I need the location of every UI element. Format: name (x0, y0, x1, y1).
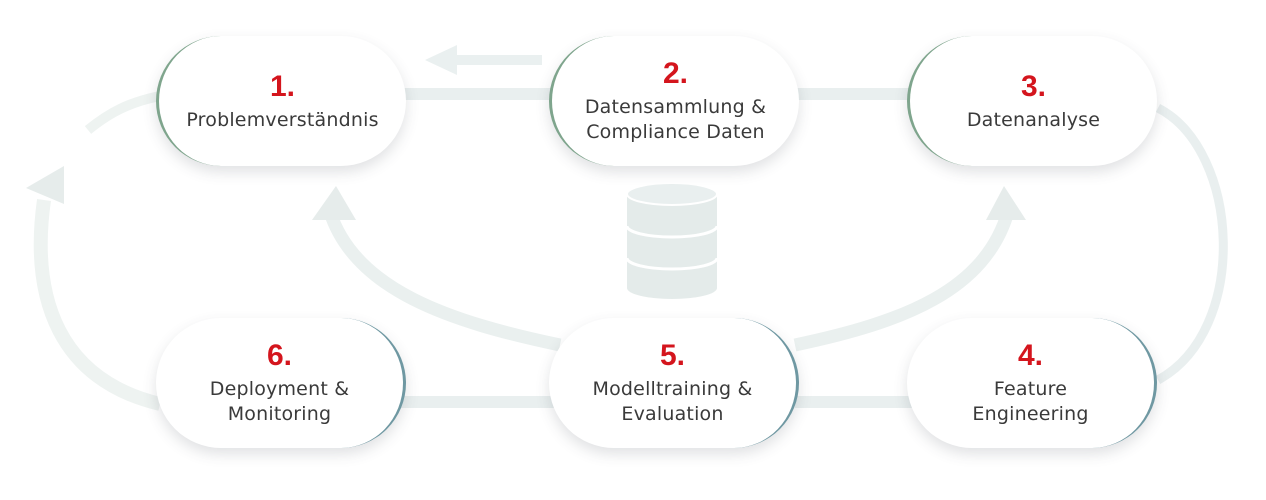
step-label: Modelltraining & Evaluation (592, 378, 753, 425)
step-number: 6. (266, 339, 293, 372)
step-label: Feature Engineering (972, 378, 1089, 425)
step-feature-engineering: 4. Feature Engineering (907, 318, 1157, 448)
step-number: 4. (1017, 339, 1044, 372)
step-modelltraining: 5. Modelltraining & Evaluation (549, 318, 799, 448)
arrow-icon (312, 186, 356, 220)
arrow-icon (26, 166, 64, 204)
loop-6-1 (33, 199, 162, 411)
connector-1-2 (400, 88, 560, 100)
connector-5-4 (795, 396, 920, 408)
loop-3-4 (1155, 103, 1228, 384)
connector-2-3 (795, 88, 920, 100)
arrow-icon (425, 45, 542, 75)
step-number: 5. (659, 339, 686, 372)
arrow-icon (986, 186, 1026, 220)
step-label: Deployment & Monitoring (209, 378, 350, 425)
step-datenanalyse: 3. Datenanalyse (907, 36, 1157, 166)
step-label: Datenanalyse (966, 108, 1101, 131)
database-icon (625, 182, 719, 299)
connector-6-5 (400, 396, 560, 408)
step-number: 1. (269, 69, 296, 103)
arc-5-3 (793, 210, 1015, 352)
step-deployment: 6. Deployment & Monitoring (156, 318, 406, 448)
step-label: Problemverständnis (186, 108, 379, 131)
step-problemverstaendnis: 1. Problemverständnis (156, 36, 406, 166)
step-datensammlung: 2. Datensammlung & Compliance Daten (549, 36, 799, 166)
step-label: Datensammlung & Compliance Daten (584, 96, 767, 143)
arc-5-1 (323, 209, 562, 352)
loop-1-tail (84, 91, 161, 134)
step-number: 3. (1020, 69, 1047, 103)
step-number: 2. (662, 57, 689, 90)
